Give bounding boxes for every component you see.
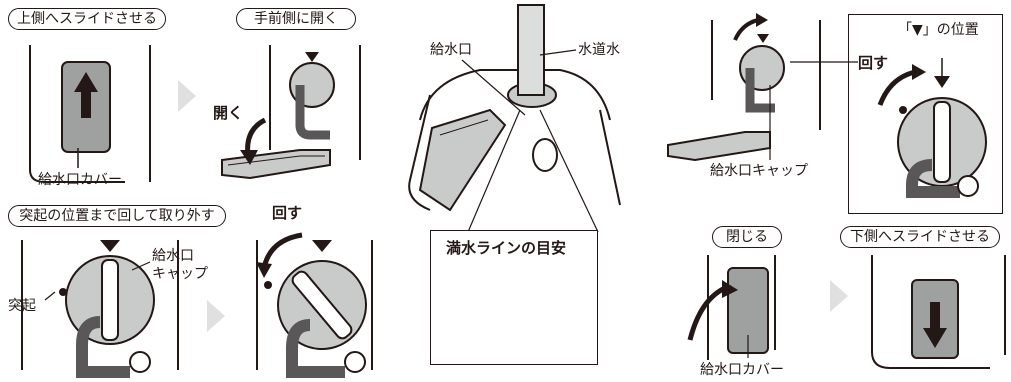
close-arrow-icon [687, 285, 727, 341]
up-arrow-icon [74, 72, 98, 118]
down-arrow-icon [923, 302, 947, 348]
open-label: 開く [213, 104, 244, 122]
position-triangle-icon [312, 240, 332, 252]
step-slide-down: 下側へスライドさせる [840, 226, 1000, 248]
rotate-label-right: 回す [858, 54, 889, 72]
down-triangle-icon [757, 34, 769, 43]
rotate-arrow-icon [877, 69, 916, 106]
panel-open-front [221, 45, 361, 180]
triangle-position-label: 「▼」の位置 [898, 22, 979, 38]
step-open-front: 手前側に開く [236, 8, 356, 30]
rotate-arrow-icon [733, 18, 759, 41]
panel-reinstall-cap [667, 13, 858, 162]
full-water-line-box [430, 230, 598, 365]
next-step-arrow-icon [830, 280, 848, 312]
cap-position-inset [877, 58, 987, 198]
step-slide-up: 上側へスライドさせる [8, 8, 166, 30]
inlet-cap-full-label: 給水口キャップ [710, 163, 808, 179]
inlet-cap-label-b: キャップ [152, 266, 208, 282]
panel-slide-up [29, 45, 151, 183]
inlet-label: 給水口 [430, 42, 472, 58]
next-step-arrow-icon [207, 300, 225, 332]
tap-water-label: 水道水 [578, 42, 620, 58]
panel-fill-water [408, 4, 621, 233]
protrusion-dot [59, 288, 67, 296]
inlet-cap-label-a: 給水口 [152, 248, 194, 264]
panel-remove-cap [21, 240, 179, 378]
step-close: 閉じる [712, 226, 782, 248]
panel-close [687, 255, 776, 360]
cap-position-box [848, 14, 1003, 214]
position-triangle-icon [934, 76, 950, 88]
panel-slide-down [871, 255, 1006, 369]
tap-water-stream [517, 4, 545, 96]
panel-rotate-cap [256, 232, 385, 378]
inlet-cover-label-1: 給水口カバー [38, 172, 122, 188]
open-arrow-icon [245, 117, 267, 156]
position-triangle-icon [100, 240, 120, 252]
protrusion-label: 突起 [8, 298, 36, 314]
inlet-cover-label-2: 給水口カバー [700, 362, 784, 378]
rotate-arrow-icon [261, 232, 303, 269]
full-water-line-label: 満水ラインの目安 [446, 239, 567, 257]
rotate-label-left: 回す [272, 204, 303, 222]
step-remove-cap: 突起の位置まで回して取り外す [8, 205, 226, 227]
next-step-arrow-icon [178, 80, 196, 112]
down-triangle-icon [305, 52, 319, 62]
